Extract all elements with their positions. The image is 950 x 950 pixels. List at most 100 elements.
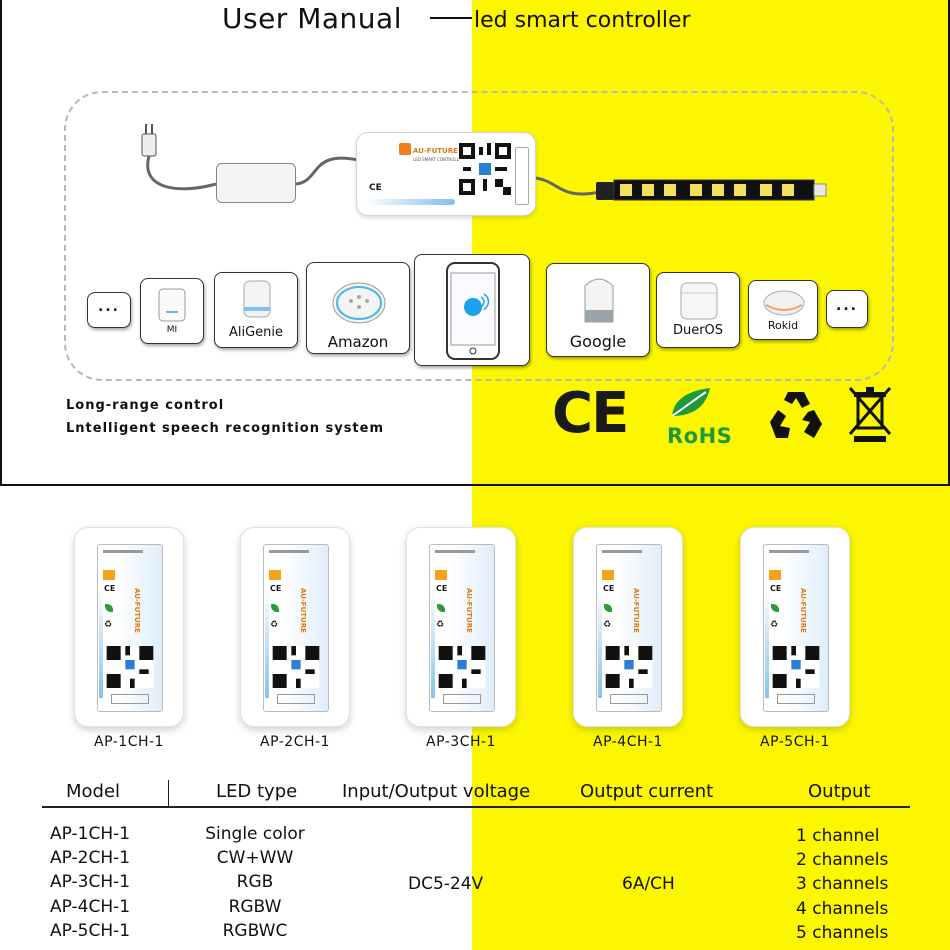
tuya-logo-icon <box>103 570 115 580</box>
power-adapter <box>216 163 296 203</box>
cell-model: AP-1CH-1 <box>50 824 131 844</box>
amazon-echo-icon <box>332 282 386 324</box>
product-label: AP-3CH-1 <box>426 734 496 750</box>
terminal-block <box>443 694 481 704</box>
xiaomi-speaker-icon <box>158 288 186 322</box>
tuya-logo-icon <box>602 570 614 580</box>
tuya-logo-icon <box>435 570 447 580</box>
device-mi: MI <box>140 278 204 344</box>
controller-brand: AU-FUTURE <box>133 588 141 633</box>
wiring-diagram <box>141 124 827 201</box>
controller-brand: AU-FUTURE <box>799 588 807 633</box>
terminal-block <box>610 694 648 704</box>
qr-code-icon <box>438 646 486 688</box>
controller-brand: AU-FUTURE <box>465 588 473 633</box>
recycle-icon: ♻ <box>603 620 612 630</box>
cell-output: 1 channel <box>796 826 880 846</box>
recycle-icon: ♻ <box>436 620 445 630</box>
cell-output: 4 channels <box>796 899 889 919</box>
device-label-rokid: Rokid <box>767 319 799 332</box>
controller-stripe <box>365 199 455 205</box>
more-devices-right: ... <box>826 290 868 328</box>
qr-code-icon <box>272 646 320 688</box>
qr-code-icon <box>772 646 820 688</box>
cell-led-type: RGBWC <box>222 921 288 941</box>
device-label-dueros: DuerOS <box>672 323 724 338</box>
cell-led-type: Single color <box>205 824 305 844</box>
device-phone <box>414 254 530 366</box>
ce-mark-icon: CE <box>104 584 116 593</box>
controller-brand: AU-FUTURE <box>299 588 307 633</box>
controller-brand: AU-FUTURE <box>632 588 640 633</box>
product-label: AP-1CH-1 <box>94 734 164 750</box>
product-card-ap-3ch-1: AU-FUTURE CE ♻ <box>406 527 516 727</box>
smartphone-app-icon <box>446 262 500 360</box>
device-rokid: Rokid <box>748 280 818 340</box>
cell-output: 2 channels <box>796 850 889 870</box>
qr-code-icon <box>459 143 511 195</box>
product-card-ap-2ch-1: AU-FUTURE CE ♻ <box>240 527 350 727</box>
led-strip-icon <box>613 179 827 201</box>
qr-code-icon <box>605 646 653 688</box>
terminal-block <box>777 694 815 704</box>
table-header-rule <box>42 806 910 808</box>
recycle-icon: ♻ <box>104 620 113 630</box>
rohs-leaf-icon <box>105 604 113 612</box>
cell-output: 3 channels <box>796 874 889 894</box>
col-header-voltage: Input/Output voltage <box>342 781 531 802</box>
google-home-icon <box>584 278 614 323</box>
cell-output: 5 channels <box>796 923 889 943</box>
tuya-logo-icon <box>769 570 781 580</box>
device-label-aligenie: AliGenie <box>228 325 284 340</box>
device-label-google: Google <box>569 332 627 351</box>
left-border <box>0 0 2 484</box>
cell-led-type: RGBW <box>228 897 282 917</box>
device-aligenie: AliGenie <box>214 272 298 348</box>
rohs-leaf-icon <box>671 388 710 417</box>
ce-mark-icon: CE <box>552 381 629 446</box>
rokid-speaker-icon <box>763 290 805 316</box>
col-header-model: Model <box>66 781 121 802</box>
qr-code-icon <box>106 646 154 688</box>
title-dash <box>430 17 472 19</box>
product-label: AP-5CH-1 <box>760 734 830 750</box>
device-label-amazon: Amazon <box>327 333 389 351</box>
page-title: User Manual <box>222 2 402 35</box>
col-header-current: Output current <box>580 781 714 802</box>
recycle-icon: ♻ <box>770 620 779 630</box>
ce-mark-icon: CE <box>770 584 782 593</box>
feature-speech: Lntelligent speech recognition system <box>66 421 385 436</box>
ce-mark-icon: CE <box>603 584 615 593</box>
cell-model: AP-2CH-1 <box>50 848 131 868</box>
rohs-leaf-icon <box>271 604 279 612</box>
device-dueros: DuerOS <box>656 272 740 348</box>
product-card-ap-1ch-1: AU-FUTURE CE ♻ <box>74 527 184 727</box>
feature-long-range: Long-range control <box>66 398 225 413</box>
page-subtitle: led smart controller <box>474 8 691 33</box>
device-google: Google <box>546 263 650 357</box>
col-header-output: Output <box>808 781 871 802</box>
cell-model: AP-5CH-1 <box>50 921 131 941</box>
controller-subtitle: LED SMART CONTROLLER <box>413 157 465 162</box>
cell-voltage: DC5-24V <box>408 874 484 894</box>
ce-mark-icon: CE <box>369 183 382 193</box>
terminal-block <box>111 694 149 704</box>
right-border <box>948 0 950 484</box>
power-plug-icon <box>141 124 157 157</box>
col-header-led-type: LED type <box>216 781 298 802</box>
tuya-logo-icon <box>269 570 281 580</box>
cell-led-type: CW+WW <box>216 848 294 868</box>
weee-crossed-bin-icon <box>848 387 892 442</box>
cell-model: AP-3CH-1 <box>50 872 131 892</box>
controller-brand: AU-FUTURE <box>413 147 458 155</box>
product-label: AP-4CH-1 <box>593 734 663 750</box>
product-label: AP-2CH-1 <box>260 734 330 750</box>
recycle-icon <box>770 392 822 438</box>
cell-model: AP-4CH-1 <box>50 897 131 917</box>
terminal-block <box>515 147 529 205</box>
recycle-icon: ♻ <box>270 620 279 630</box>
product-card-ap-5ch-1: AU-FUTURE CE ♻ <box>740 527 850 727</box>
ce-mark-icon: CE <box>270 584 282 593</box>
diagram-frame <box>64 91 894 381</box>
dueros-speaker-icon <box>680 282 718 320</box>
